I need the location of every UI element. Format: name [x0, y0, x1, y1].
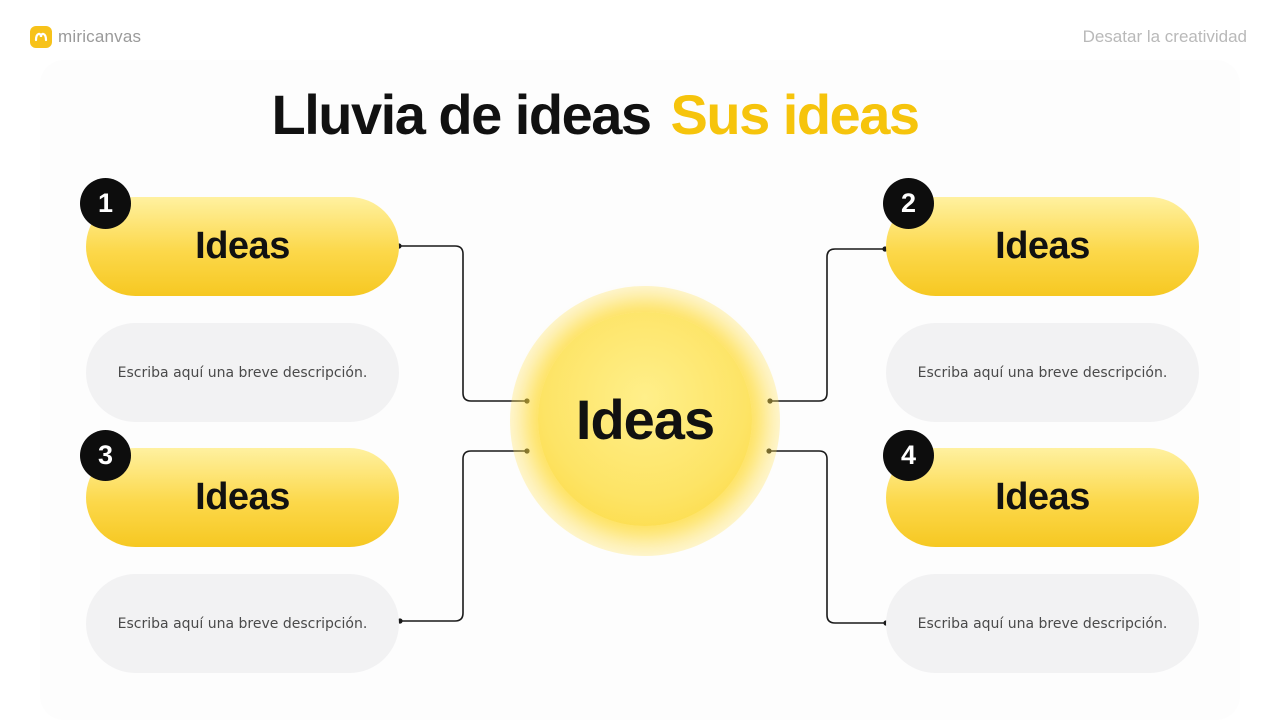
- number-badge-2: 2: [883, 178, 934, 229]
- brand-name: miricanvas: [58, 27, 142, 46]
- brand-logo: miricanvas: [30, 26, 141, 48]
- connector-1: [399, 245, 527, 402]
- description-2: Escriba aquí una breve descripción.: [886, 323, 1199, 422]
- description-4: Escriba aquí una breve descripción.: [886, 574, 1199, 673]
- description-1: Escriba aquí una breve descripción.: [86, 323, 399, 422]
- description-3: Escriba aquí una breve descripción.: [86, 574, 399, 673]
- number-badge-3: 3: [80, 430, 131, 481]
- number-badge-4: 4: [883, 430, 934, 481]
- number-badge-1: 1: [80, 178, 131, 229]
- connector-2: [770, 248, 885, 402]
- connector-4: [769, 450, 886, 624]
- tagline: Desatar la creatividad: [1082, 27, 1247, 46]
- title-accent: Sus ideas: [670, 83, 920, 146]
- idea-pill-3: Ideas: [86, 448, 399, 547]
- idea-pill-2: Ideas: [886, 197, 1199, 296]
- title-main: Lluvia de ideas: [271, 83, 653, 146]
- idea-pill-1: Ideas: [86, 197, 399, 296]
- connector-3: [400, 450, 527, 622]
- center-node: Ideas: [538, 312, 752, 526]
- smile-logo-icon: [30, 26, 52, 48]
- idea-pill-4: Ideas: [886, 448, 1199, 547]
- page-title: Lluvia de ideas Sus ideas: [0, 82, 1190, 147]
